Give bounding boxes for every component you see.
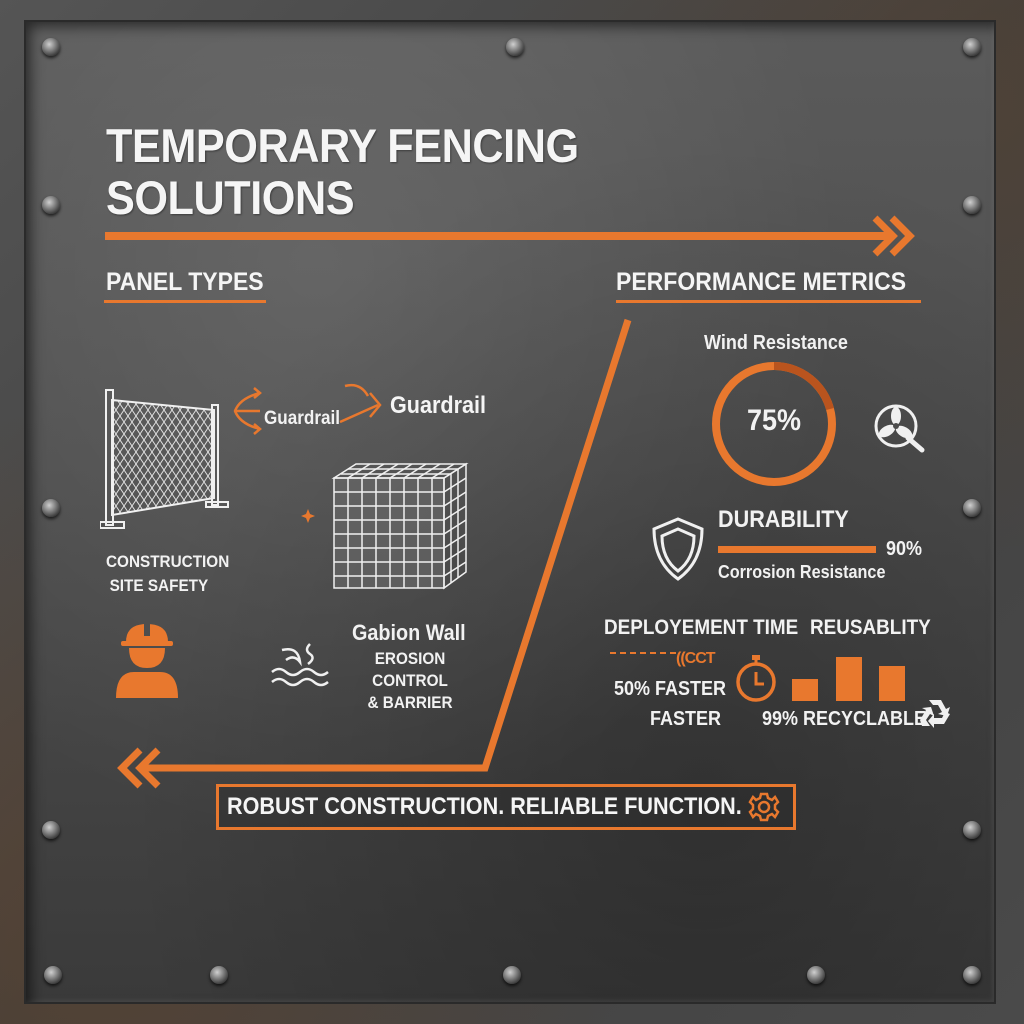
- reusability-title: REUSABLITY: [810, 616, 931, 639]
- guardrail-label-orange: Guardrail: [264, 408, 341, 429]
- sparkle-icon: [301, 509, 315, 523]
- tagline-text: ROBUST CONSTRUCTION. RELIABLE FUNCTION.: [227, 793, 742, 820]
- construction-safety-label: CONSTRUCTION SITE SAFETY: [106, 550, 229, 598]
- metal-plate-background: [24, 20, 996, 1004]
- construction-safety-line-1: CONSTRUCTION: [106, 552, 230, 571]
- diagonal-divider-arrow: [117, 318, 632, 789]
- construction-safety-line-2: SITE SAFETY: [109, 576, 209, 595]
- bolt-icon: [963, 499, 981, 517]
- wind-resistance-label: Wind Resistance: [704, 332, 848, 354]
- recycle-icon: [920, 700, 950, 728]
- bolt-icon: [506, 38, 524, 56]
- water-erosion-icon: [271, 643, 329, 687]
- bolt-icon: [42, 821, 60, 839]
- bolt-icon: [42, 38, 60, 56]
- corrosion-resistance-label: Corrosion Resistance: [718, 562, 886, 582]
- durability-title: DURABILITY: [718, 506, 849, 533]
- bolt-icon: [963, 821, 981, 839]
- bolt-icon: [963, 196, 981, 214]
- bolt-icon: [807, 966, 825, 984]
- wind-resistance-value: 75%: [746, 404, 802, 437]
- bolt-icon: [963, 966, 981, 984]
- construction-worker-icon: [116, 624, 178, 698]
- durability-progress-bar: [718, 546, 876, 553]
- gabion-wall-title: Gabion Wall: [352, 620, 466, 645]
- gabion-cage-icon: [331, 462, 469, 590]
- stopwatch-icon: [736, 655, 776, 702]
- durability-value: 90%: [886, 538, 923, 560]
- panel-types-heading: PANEL TYPES: [106, 268, 264, 296]
- bolt-icon: [44, 966, 62, 984]
- shield-icon: [652, 517, 704, 581]
- deployment-faster-line-2: FASTER: [650, 708, 722, 730]
- bolt-icon: [42, 499, 60, 517]
- gabion-line-1: EROSION CONTROL: [372, 649, 448, 690]
- mesh-fence-panel-icon: [100, 389, 229, 529]
- deployment-time-title: DEPLOYEMENT TIME: [604, 616, 799, 639]
- bolt-icon: [963, 38, 981, 56]
- panel-types-underline: [104, 300, 266, 303]
- title-line-1: TEMPORARY FENCING: [106, 119, 579, 172]
- wind-resistance-donut-chart: [712, 362, 836, 486]
- gabion-wall-description: EROSION CONTROL & BARRIER: [338, 648, 482, 714]
- deployment-graphic-text: ((CCT: [676, 650, 716, 667]
- deployment-faster-line-1: 50% FASTER: [614, 678, 727, 700]
- gabion-line-2: & BARRIER: [367, 693, 453, 712]
- recyclable-label: 99% RECYCLABLE: [762, 708, 927, 730]
- title-line-2: SOLUTIONS: [106, 171, 355, 224]
- bolt-icon: [503, 966, 521, 984]
- top-arrow-line: [105, 215, 915, 257]
- guardrail-arrows-icon: [233, 383, 382, 435]
- guardrail-label: Guardrail: [390, 392, 487, 419]
- page-title: TEMPORARY FENCING SOLUTIONS: [106, 120, 579, 224]
- tagline-banner: ROBUST CONSTRUCTION. RELIABLE FUNCTION.: [216, 784, 796, 830]
- performance-metrics-underline: [616, 300, 921, 303]
- gear-icon: [748, 792, 780, 822]
- speed-dash-line: [610, 652, 676, 654]
- bolt-icon: [210, 966, 228, 984]
- performance-metrics-heading: PERFORMANCE METRICS: [616, 268, 907, 296]
- fan-search-icon: [874, 404, 925, 453]
- reusability-bar-chart: [792, 657, 905, 701]
- bolt-icon: [42, 196, 60, 214]
- deployment-graphic-label: CCT: [684, 650, 716, 667]
